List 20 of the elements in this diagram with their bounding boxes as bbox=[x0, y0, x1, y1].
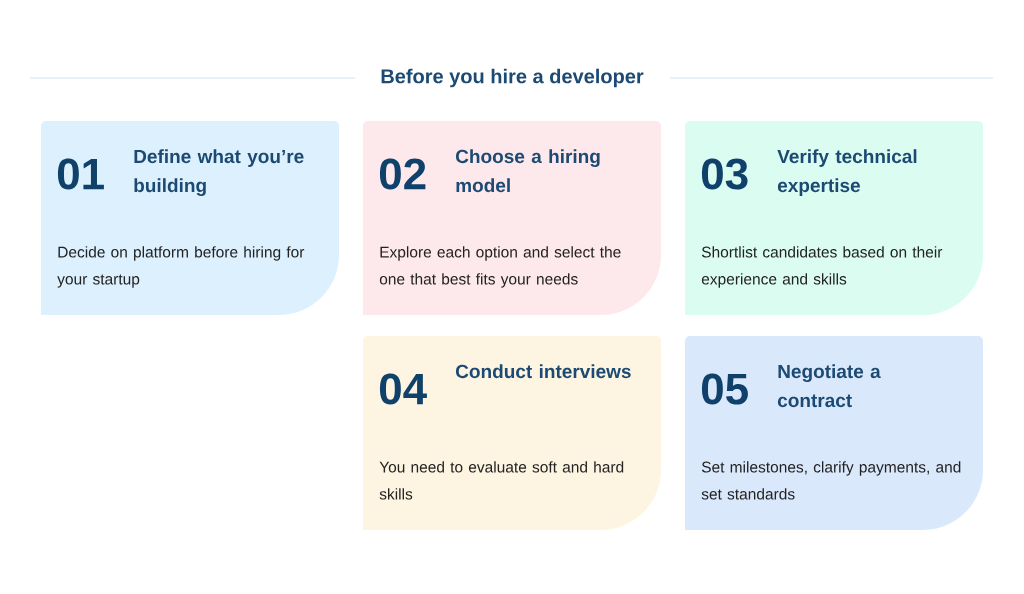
step-description: Shortlist candidates based on their experience and skills bbox=[701, 246, 943, 288]
step-description: Explore each option and select the one that best fits your needs bbox=[379, 246, 621, 288]
step-card bbox=[685, 336, 983, 530]
step-description: You need to evaluate soft and hard skills bbox=[379, 461, 624, 500]
step-card bbox=[41, 121, 339, 315]
step-number: 03 bbox=[701, 158, 748, 190]
step-number: 04 bbox=[379, 373, 427, 405]
step-card bbox=[685, 121, 983, 315]
step-description: Set milestones, clarify payments, and set standards bbox=[701, 461, 961, 500]
step-heading: Choose a hiring model bbox=[456, 149, 600, 193]
step-number: 05 bbox=[701, 373, 748, 405]
title: Before you hire a developer bbox=[381, 68, 644, 88]
step-heading: Conduct interviews bbox=[456, 364, 631, 379]
step-description: Decide on platform before hiring for your startup bbox=[57, 246, 305, 288]
step-card bbox=[363, 336, 661, 530]
step-number: 01 bbox=[57, 158, 104, 190]
step-number: 02 bbox=[379, 158, 426, 190]
step-heading: Verify technical expertise bbox=[777, 149, 917, 196]
step-heading: Negotiate a contract bbox=[777, 364, 881, 408]
step-heading: Define what you’re building bbox=[134, 149, 304, 196]
